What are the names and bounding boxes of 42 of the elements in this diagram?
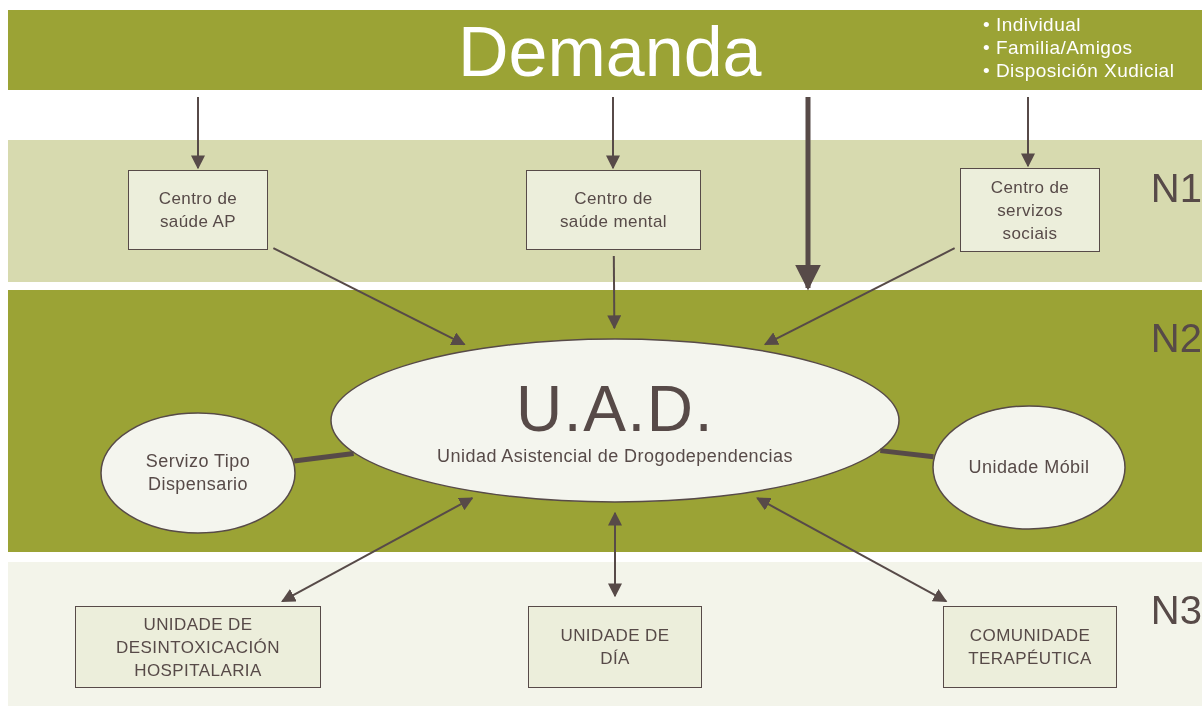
level-label: N3 bbox=[1150, 588, 1202, 632]
ellipse-label: Unidade Móbil bbox=[967, 456, 1091, 479]
ellipse-node bbox=[932, 405, 1126, 530]
box-label: UNIDADE DE DESINTOXICACIÓN HOSPITALARIA bbox=[115, 613, 281, 682]
arrow bbox=[606, 96, 620, 170]
box-label: Centro de servizos sociais bbox=[989, 176, 1071, 245]
arrow bbox=[608, 511, 622, 598]
level-band bbox=[8, 562, 1202, 706]
arrow bbox=[191, 96, 205, 170]
level-band bbox=[8, 140, 1202, 282]
box-label: COMUNIDADE TERAPÉUTICA bbox=[968, 625, 1092, 670]
header-band bbox=[8, 10, 1202, 90]
level-band bbox=[8, 290, 1202, 552]
arrow bbox=[607, 255, 622, 330]
process-box bbox=[128, 170, 268, 250]
bullet-item: • Disposición Xudicial bbox=[983, 59, 1175, 82]
arrow bbox=[272, 247, 466, 346]
box-label: Centro de saúde AP bbox=[157, 188, 239, 233]
process-box bbox=[960, 168, 1100, 252]
bullet-item: • Individual bbox=[983, 13, 1082, 36]
arrow bbox=[1021, 96, 1035, 168]
arrow bbox=[763, 247, 956, 346]
connector-line bbox=[293, 450, 354, 464]
ellipse-node bbox=[330, 338, 900, 503]
header-title: Demanda bbox=[458, 12, 762, 92]
ellipse-label: Servizo Tipo Dispensario bbox=[144, 450, 252, 496]
arrow bbox=[795, 97, 821, 291]
process-box bbox=[526, 170, 701, 250]
process-box bbox=[75, 606, 321, 688]
connector-line bbox=[880, 448, 934, 460]
process-box bbox=[528, 606, 702, 688]
arrow bbox=[756, 497, 948, 603]
level-label: N2 bbox=[1150, 316, 1202, 360]
ellipse-title: U.A.D. bbox=[514, 373, 716, 444]
arrow bbox=[281, 497, 474, 603]
box-label: UNIDADE DE DÍA bbox=[559, 625, 671, 670]
level-label: N1 bbox=[1150, 166, 1202, 210]
process-box bbox=[943, 606, 1117, 688]
box-label: Centro de saúde mental bbox=[558, 188, 669, 233]
ellipse-label: Unidad Asistencial de Drogodependencias bbox=[436, 444, 794, 468]
bullet-item: • Familia/Amigos bbox=[983, 36, 1134, 59]
ellipse-node bbox=[100, 412, 296, 534]
